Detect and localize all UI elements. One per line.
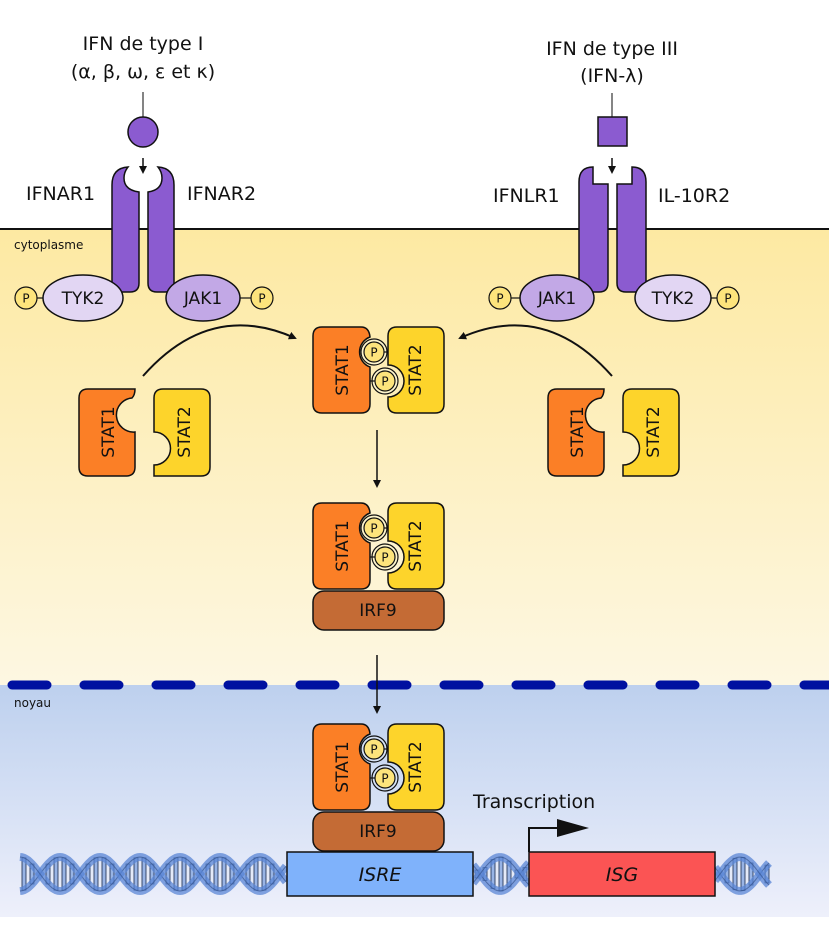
svg-text:P: P bbox=[370, 743, 377, 757]
jak1-left-label: JAK1 bbox=[183, 289, 222, 309]
svg-text:STAT2: STAT2 bbox=[406, 741, 426, 792]
type3-ifn-label-line2: (IFN-λ) bbox=[580, 65, 644, 87]
svg-text:P: P bbox=[370, 522, 377, 536]
nuclear-irf9 bbox=[312, 811, 445, 852]
svg-text:IRF9: IRF9 bbox=[359, 601, 396, 621]
svg-text:STAT2: STAT2 bbox=[406, 344, 426, 395]
svg-text:P: P bbox=[381, 551, 388, 565]
isre-label: ISRE bbox=[359, 864, 402, 886]
extracellular-region bbox=[0, 0, 829, 229]
type1-ifn-label-line1: IFN de type I bbox=[83, 33, 204, 55]
cytoplasm-label: cytoplasme bbox=[14, 238, 83, 252]
activation-arrow-left bbox=[142, 324, 297, 377]
svg-text:P: P bbox=[381, 375, 388, 389]
svg-text:P: P bbox=[496, 292, 503, 306]
svg-text:P: P bbox=[258, 292, 265, 306]
tyk2-right-label: TYK2 bbox=[651, 289, 695, 309]
svg-text:STAT1: STAT1 bbox=[568, 406, 588, 457]
jak1-right-label: JAK1 bbox=[537, 289, 576, 309]
type1-ifn-ligand-circle bbox=[127, 116, 159, 148]
il10r2-receptor bbox=[616, 166, 647, 293]
dna-base-pair bbox=[498, 856, 504, 892]
stat1-phosphorylated bbox=[312, 326, 371, 414]
ifnar2-label: IFNAR2 bbox=[187, 183, 256, 205]
stat-pair-left: STAT1 STAT2 bbox=[78, 388, 211, 477]
svg-text:STAT2: STAT2 bbox=[406, 520, 426, 571]
ifnlr1-label: IFNLR1 bbox=[493, 185, 560, 207]
phospho-jak1-left bbox=[250, 286, 274, 310]
isgf3-complex-cytoplasm: STAT1 STAT2 P P IRF9 bbox=[312, 502, 445, 631]
svg-text:STAT1: STAT1 bbox=[333, 741, 353, 792]
ifnar1-label: IFNAR1 bbox=[26, 183, 95, 205]
type1-ifn-label-line2: (α, β, ω, ε et κ) bbox=[71, 61, 215, 83]
isgf3-irf9 bbox=[312, 590, 445, 631]
jak1-right bbox=[519, 274, 595, 322]
svg-text:P: P bbox=[370, 346, 377, 360]
stat-pair-right: STAT1 STAT2 bbox=[547, 388, 680, 477]
svg-text:STAT1: STAT1 bbox=[333, 344, 353, 395]
phospho-tyk2-right bbox=[716, 286, 740, 310]
stat-dimer-phosphorylated: STAT1 STAT2 P P bbox=[312, 326, 445, 414]
stat2-unphosphorylated-right bbox=[622, 388, 680, 477]
stat1-unphosphorylated-left bbox=[78, 388, 136, 477]
svg-text:P: P bbox=[22, 292, 29, 306]
svg-text:P: P bbox=[381, 772, 388, 786]
type3-ifn-label-line1: IFN de type III bbox=[546, 38, 678, 60]
svg-text:STAT2: STAT2 bbox=[175, 406, 195, 457]
stat1-unphosphorylated-right bbox=[547, 388, 605, 477]
stat2-phosphorylated bbox=[387, 326, 445, 414]
tyk2-left-label: TYK2 bbox=[61, 289, 105, 309]
svg-text:P: P bbox=[724, 292, 731, 306]
svg-text:STAT1: STAT1 bbox=[99, 406, 119, 457]
activation-arrow-right bbox=[458, 324, 613, 377]
isgf3-complex-nucleus: STAT1 STAT2 P P IRF9 bbox=[312, 723, 445, 852]
isg-label: ISG bbox=[606, 864, 638, 886]
svg-text:IRF9: IRF9 bbox=[359, 822, 396, 842]
nuclear-stat2 bbox=[387, 723, 445, 811]
dna-double-helix bbox=[19, 852, 772, 896]
ifnlr1-receptor bbox=[578, 166, 609, 293]
stat2-unphosphorylated-left bbox=[153, 388, 211, 477]
isgf3-stat1 bbox=[312, 502, 371, 590]
svg-text:STAT2: STAT2 bbox=[644, 406, 664, 457]
isgf3-stat2 bbox=[387, 502, 445, 590]
transcription-label: Transcription bbox=[472, 791, 595, 813]
nucleus-label: noyau bbox=[14, 696, 51, 710]
il10r2-label: IL-10R2 bbox=[658, 185, 730, 207]
isre-promoter-element bbox=[286, 851, 474, 897]
transcription-arrowhead bbox=[557, 819, 589, 837]
type3-ifn-ligand-square bbox=[597, 116, 628, 147]
transcription-start-arrow bbox=[528, 827, 558, 852]
nuclear-stat1 bbox=[312, 723, 371, 811]
isg-gene bbox=[528, 851, 716, 897]
tyk2-left bbox=[42, 274, 124, 322]
svg-text:STAT1: STAT1 bbox=[333, 520, 353, 571]
